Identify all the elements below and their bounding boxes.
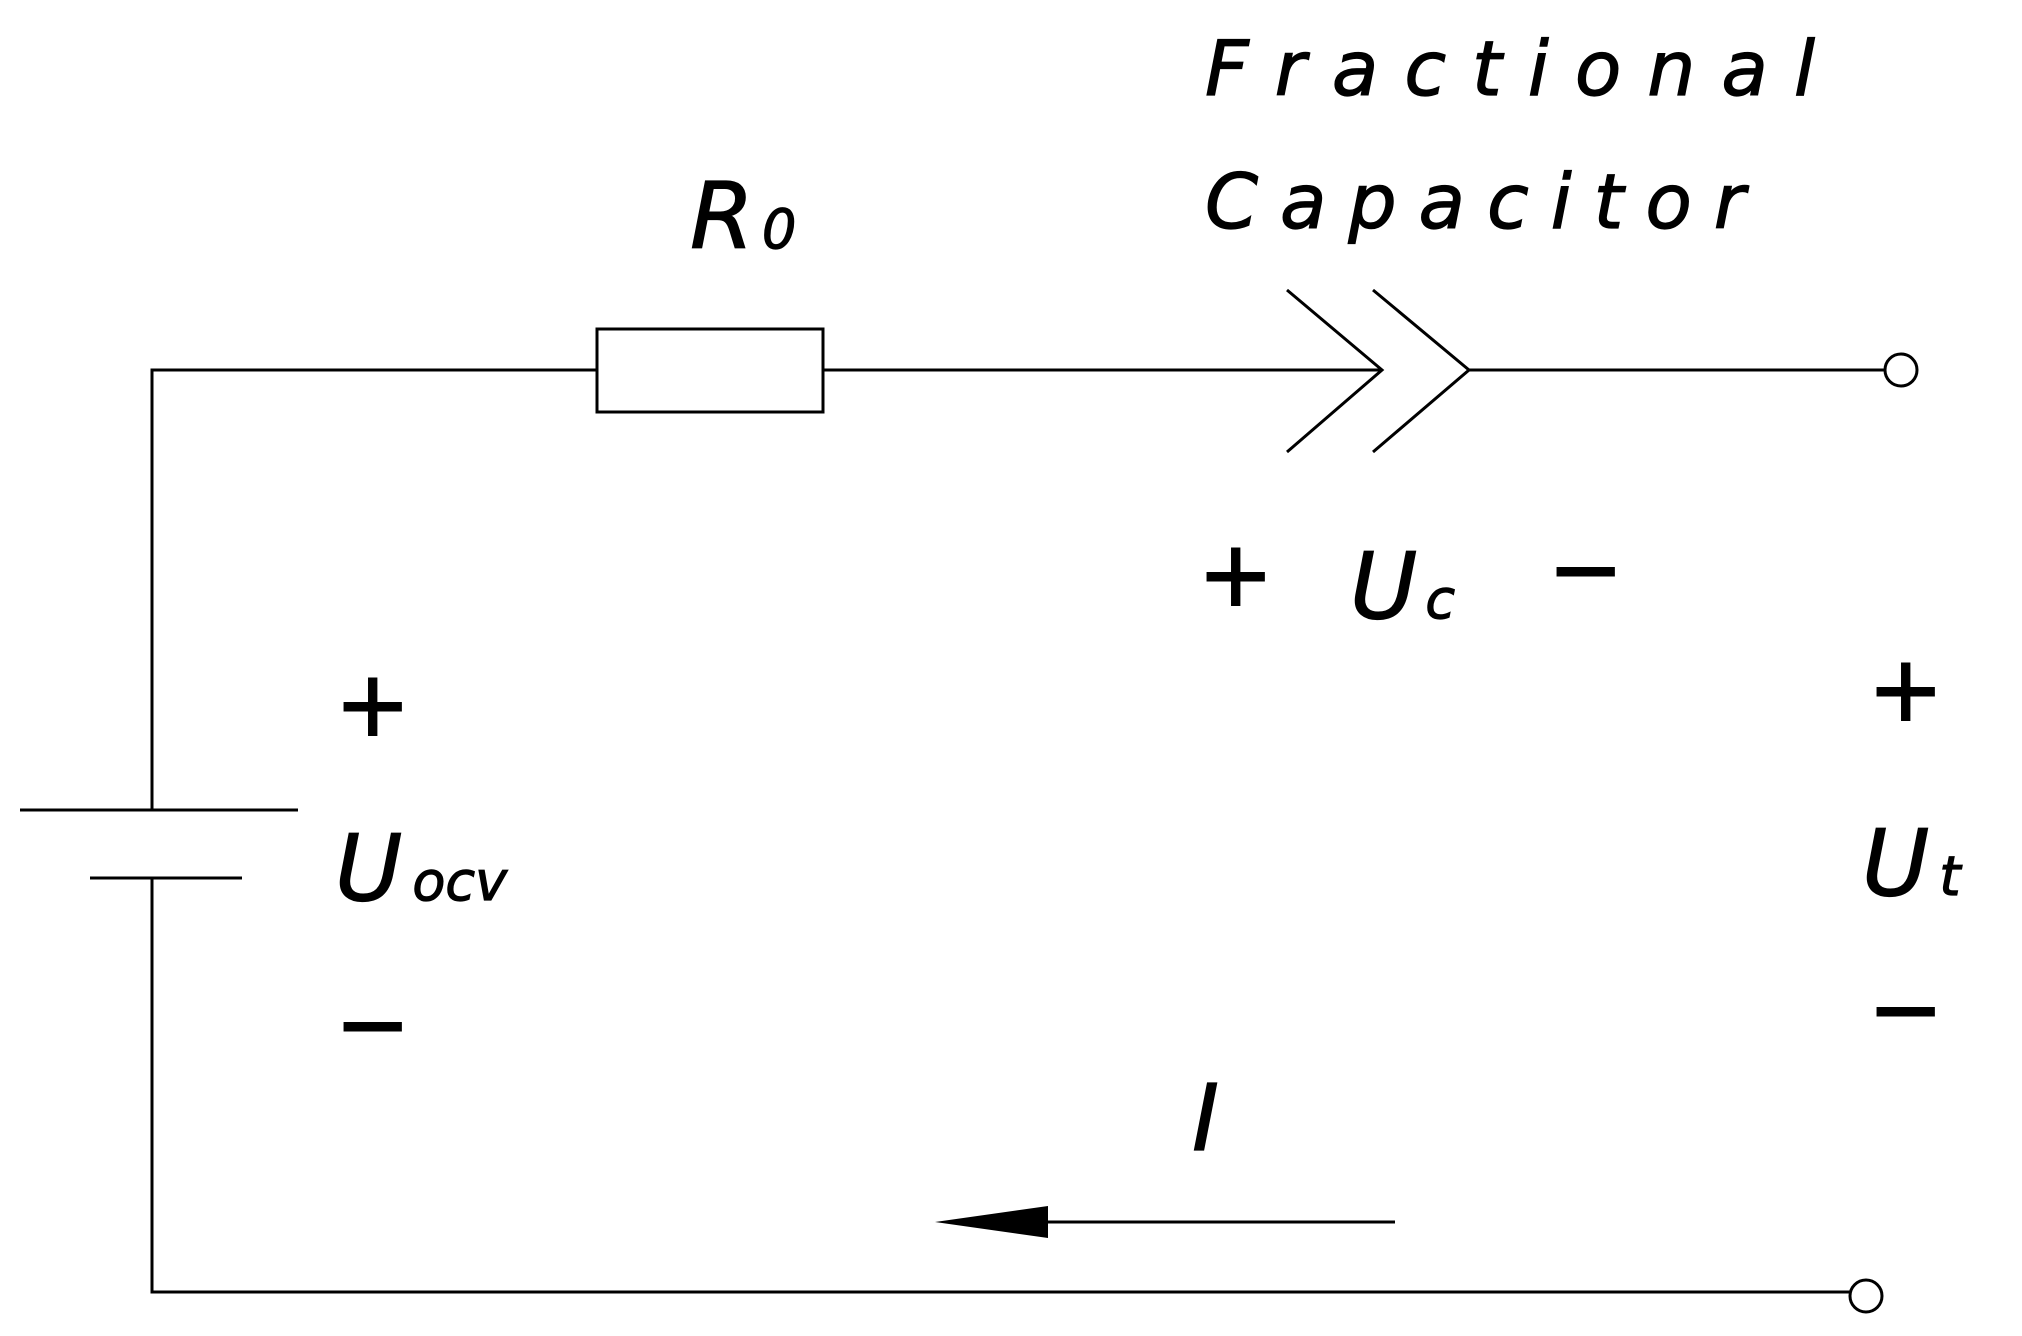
capacitor-voltage-plus: +: [1198, 522, 1273, 627]
capacitor-label-line1: Fractional: [1205, 24, 1815, 113]
capacitor-voltage-minus: −: [1548, 517, 1623, 622]
source-voltage-plus: +: [335, 652, 410, 757]
top-terminal: [1883, 352, 1919, 388]
current-label: I: [1192, 1065, 1219, 1172]
terminal-voltage-minus: −: [1868, 957, 1943, 1062]
current-arrow: [935, 1206, 1395, 1238]
capacitor-label-line2: Capacitor: [1205, 157, 1750, 246]
left-top-wire: [150, 368, 597, 810]
bottom-wire: [150, 878, 1850, 1294]
terminal-voltage-plus: +: [1868, 637, 1943, 742]
bottom-terminal: [1848, 1278, 1884, 1314]
fractional-capacitor-symbol: [1286, 288, 1472, 454]
resistor-r0: [595, 327, 825, 414]
source-voltage-minus: −: [335, 972, 410, 1077]
voltage-source: [20, 808, 298, 880]
